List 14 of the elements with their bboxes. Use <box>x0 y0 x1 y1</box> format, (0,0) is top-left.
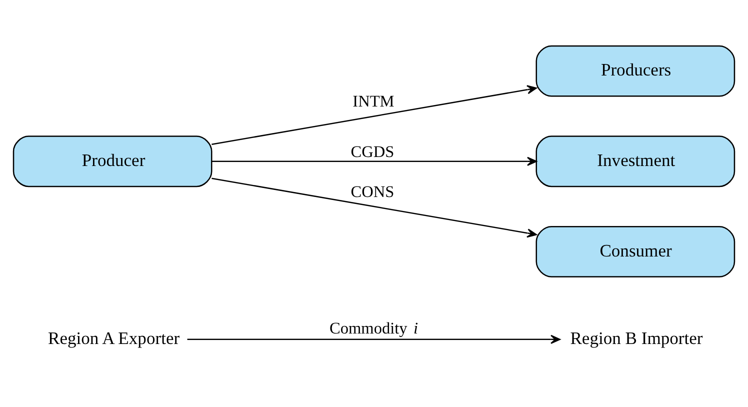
node-text: Region B Importer <box>570 328 703 348</box>
node-box: Consumer <box>536 225 736 277</box>
edge-label: INTM <box>352 91 394 110</box>
arrow <box>212 177 537 238</box>
edge-label: Commodity i <box>329 318 418 338</box>
node-text: Region A Exporter <box>48 328 180 348</box>
edge-label: CONS <box>350 181 394 200</box>
arrow <box>212 156 537 166</box>
node-box: Producers <box>536 44 736 96</box>
node-box: Producer <box>12 135 212 187</box>
edge-label: CGDS <box>350 141 394 160</box>
arrow <box>212 84 537 144</box>
arrow <box>187 334 560 344</box>
node-box: Investment <box>536 135 736 187</box>
